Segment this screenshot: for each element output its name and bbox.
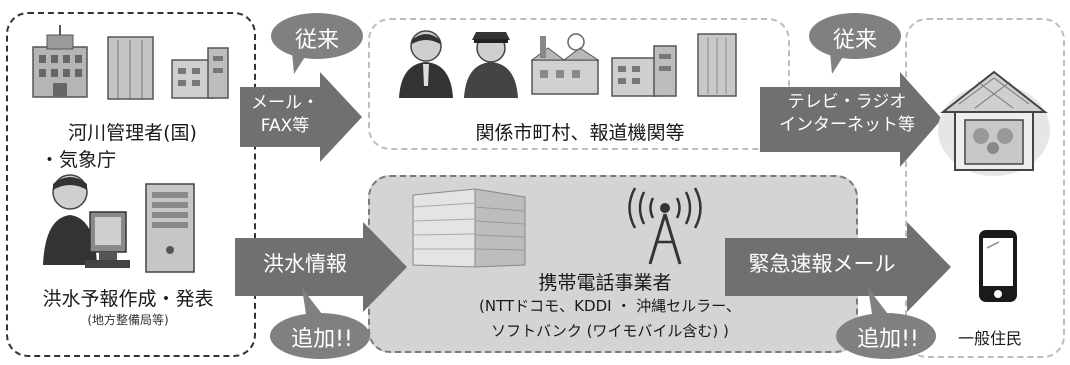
municipalities-media-label: 関係市町村、報道機関等 (475, 122, 685, 144)
police-officer-icon (464, 32, 518, 98)
added-bubble-2 (836, 288, 936, 359)
factory-town-icon (530, 33, 600, 95)
river-administrator-label: 河川管理者(国) (68, 122, 197, 144)
forecaster-person-icon (43, 174, 130, 268)
tv-radio-label-1: テレビ・ラジオ (787, 92, 907, 112)
carrier-list-1: (NTTドコモ、KDDI ・ 沖縄セルラー、 (479, 297, 741, 315)
carrier-label: 携帯電話事業者 (538, 272, 672, 294)
conventional-bubble-2 (809, 13, 901, 74)
antenna-tower-icon (628, 187, 702, 265)
right-panel (905, 18, 1065, 358)
mail-fax-label-1: メール・ (251, 93, 319, 113)
office-tower-icon (107, 36, 154, 100)
carrier-list-2: ソフトバンク (ワイモバイル含む) ) (491, 322, 729, 340)
general-residents-label: 一般住民 (957, 329, 1022, 348)
server-computer-icon (145, 183, 195, 273)
carrier-building-icon (412, 188, 526, 268)
smartphone-icon (979, 230, 1017, 302)
businessman-icon (399, 30, 453, 98)
city-office-icon (611, 45, 677, 97)
government-building-icon (32, 25, 88, 98)
small-office-icon (171, 47, 229, 99)
emergency-mail-arrow (725, 222, 951, 312)
flood-forecast-label: 洪水予報作成・発表 (42, 288, 214, 310)
added-label-2: 追加!! (857, 327, 919, 352)
mail-fax-label-2: FAX等 (260, 116, 310, 136)
emergency-mail-label: 緊急速報メール (748, 252, 896, 276)
top-middle-panel (368, 18, 790, 150)
regional-bureau-label: (地方整備局等) (87, 313, 169, 327)
added-label-1: 追加!! (291, 327, 353, 352)
house-family-icon (938, 70, 1050, 176)
mail-fax-arrow (240, 72, 362, 162)
tv-radio-label-2: インターネット等 (779, 115, 915, 135)
conventional-bubble-1 (271, 13, 363, 74)
left-panel (6, 12, 256, 357)
flood-info-arrow (235, 222, 407, 312)
added-bubble-1 (270, 288, 370, 359)
flood-info-label: 洪水情報 (263, 252, 347, 276)
broadcast-tower-building-icon (697, 33, 737, 97)
conventional-label-1: 従来 (294, 28, 339, 53)
tv-radio-arrow (760, 72, 942, 167)
meteorological-agency-label: ・気象庁 (40, 149, 117, 171)
conventional-label-2: 従来 (832, 28, 877, 53)
